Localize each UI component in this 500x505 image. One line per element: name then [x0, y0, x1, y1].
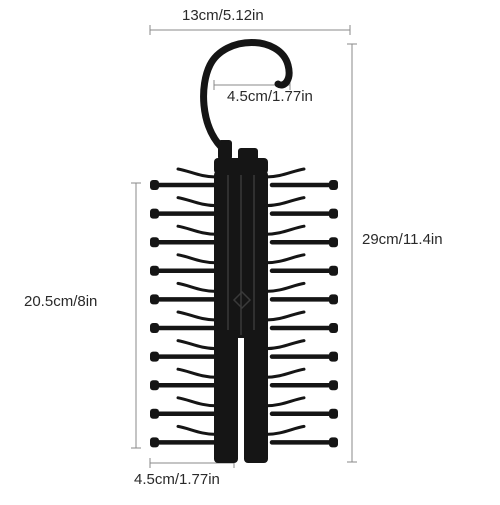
swivel-icon: [218, 140, 232, 160]
rack-arm-knob: [329, 323, 338, 333]
rack-arm-knob: [150, 380, 159, 391]
rack-curved-hook-left: [176, 167, 218, 179]
rack-arm-knob: [329, 208, 338, 219]
rack-curved-hook-right: [264, 396, 306, 408]
rack-arm-knob: [150, 237, 159, 248]
rack-curved-hook-left: [176, 196, 218, 208]
rack-body: [214, 170, 268, 338]
rack-arm-knob: [329, 408, 338, 419]
rack-arm-knob: [150, 208, 159, 219]
rack-curved-hook-right: [264, 367, 306, 379]
rack-curved-hook-right: [264, 196, 306, 208]
rack-curved-hook-right: [264, 310, 306, 322]
rack-arm-knob: [150, 294, 159, 305]
hook-icon: [200, 39, 293, 152]
dimension-label-top-width: 13cm/5.12in: [182, 7, 264, 24]
left-leg: [214, 330, 238, 463]
rack-arm-knob: [150, 351, 159, 362]
rack-curved-hook-right: [264, 167, 306, 179]
rack-arm-knob: [329, 437, 338, 448]
rack-curved-hook-right: [264, 424, 306, 436]
rack-arm-knob: [150, 180, 159, 190]
rack-curved-hook-left: [176, 424, 218, 436]
rack-curved-hook-right: [264, 224, 306, 236]
rack-arm-knob: [150, 265, 159, 276]
rack-arm-knob: [150, 323, 159, 333]
rack-arm-knob: [150, 408, 159, 419]
dimension-label-bottom-gap: 4.5cm/1.77in: [134, 471, 220, 488]
rack-arms: [150, 167, 338, 448]
rack-curved-hook-left: [176, 339, 218, 351]
dimension-label-body-height: 20.5cm/8in: [24, 293, 98, 310]
dimension-label-hook-opening: 4.5cm/1.77in: [227, 88, 313, 105]
rack-arm-knob: [329, 380, 338, 391]
rack-curved-hook-left: [176, 224, 218, 236]
rack-curved-hook-left: [176, 367, 218, 379]
dimension-label-total-height: 29cm/11.4in: [362, 231, 443, 248]
rack-arm-knob: [329, 294, 338, 305]
rack-curved-hook-left: [176, 310, 218, 322]
rack-arm-knob: [329, 237, 338, 248]
rack-curved-hook-right: [264, 253, 306, 265]
right-leg: [244, 330, 268, 463]
rack-curved-hook-left: [176, 253, 218, 265]
rack-arm-knob: [329, 351, 338, 362]
rack-curved-hook-right: [264, 339, 306, 351]
rack-curved-hook-left: [176, 396, 218, 408]
rack-arm-knob: [329, 180, 338, 190]
rack-arm-knob: [329, 265, 338, 276]
rack-curved-hook-left: [176, 281, 218, 293]
rack-curved-hook-right: [264, 281, 306, 293]
rack-arm-knob: [150, 437, 159, 448]
